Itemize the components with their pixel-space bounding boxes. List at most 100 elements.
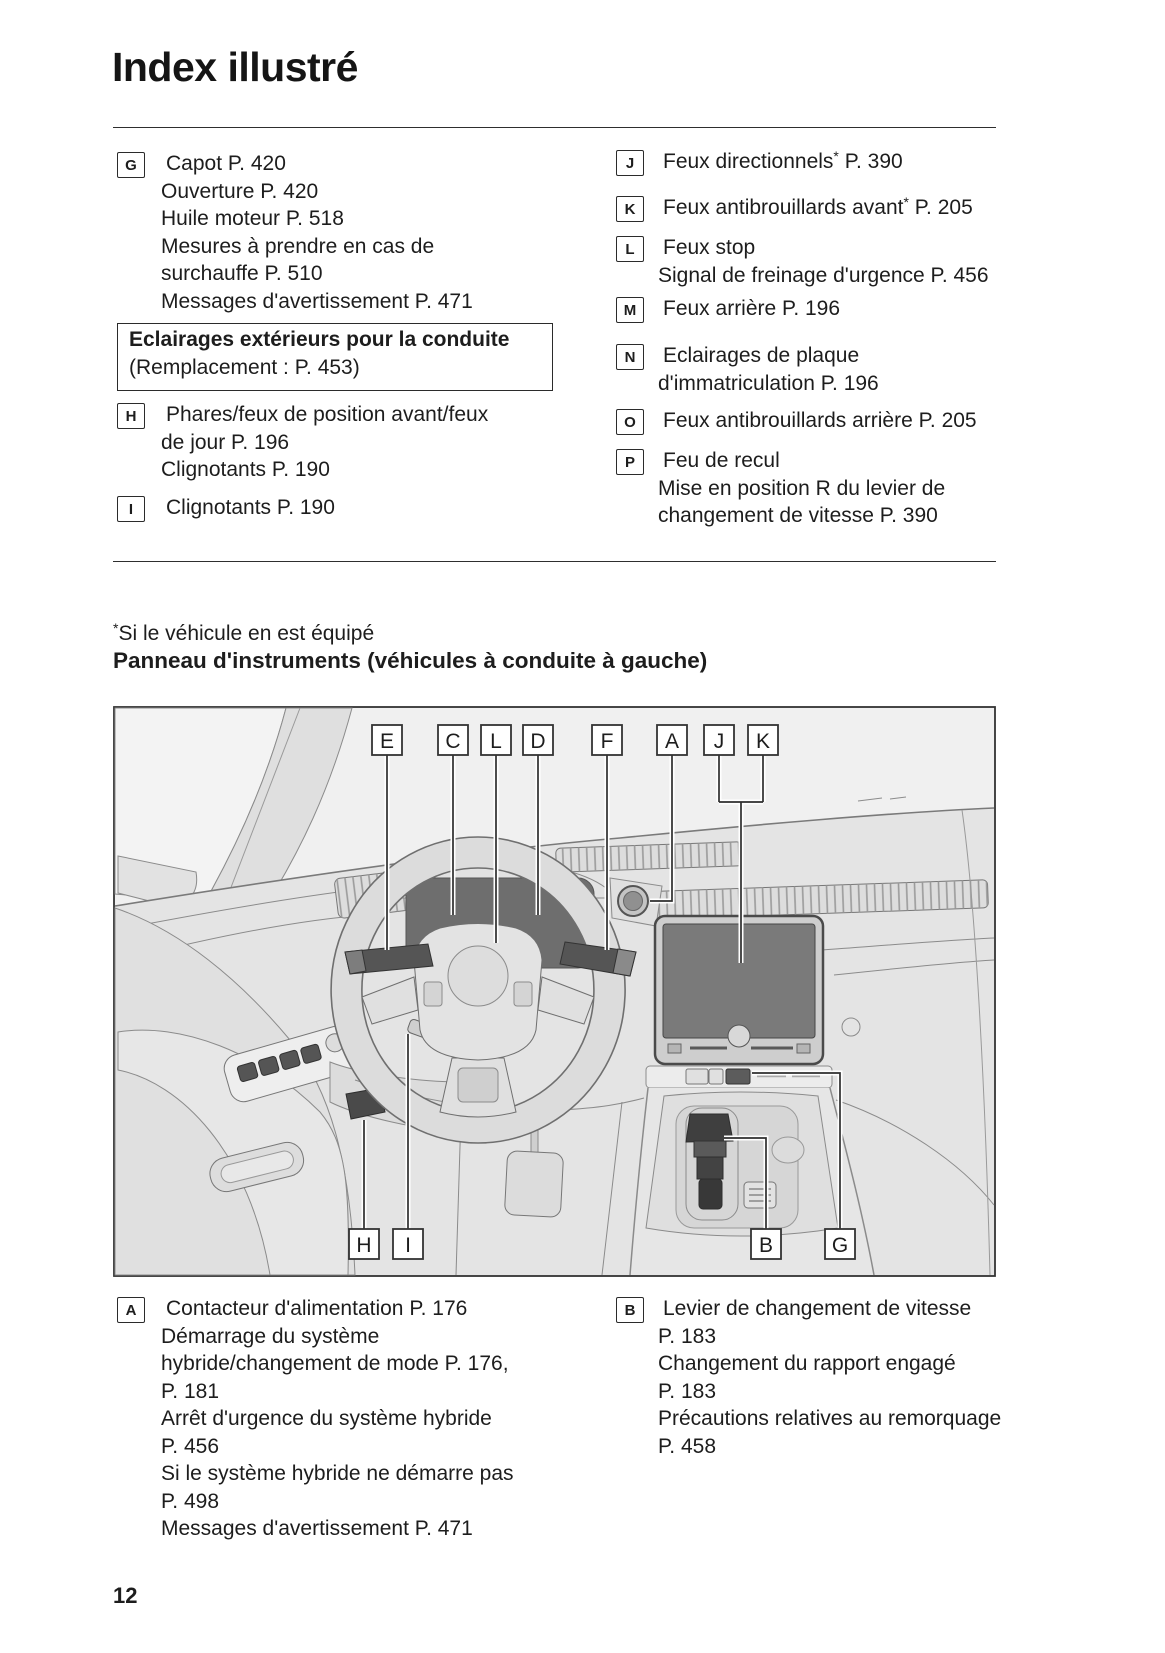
text-line: P. 498 [161, 1489, 220, 1513]
text-line: hybride/changement de mode P. 176, [161, 1352, 509, 1375]
exterior-lights-note-box: Eclairages extérieurs pour la conduite (… [117, 323, 553, 391]
item-text-G: Capot P. 420 Ouverture P. 420 Huile mote… [161, 150, 473, 315]
text-line: P. 183 [658, 1324, 717, 1348]
item-letter-P: P [616, 449, 644, 475]
shifter-base [698, 1178, 723, 1210]
item-letter-M: M [616, 297, 644, 323]
label-letter: L [490, 730, 502, 753]
letter-B: B [624, 1301, 636, 1319]
label-letter: F [601, 730, 614, 753]
title-divider [113, 127, 996, 128]
light-stalk-tip [344, 949, 367, 975]
letter-L: L [625, 240, 635, 258]
item-text-K: Feux antibrouillards avant* P. 205 [658, 194, 973, 224]
console-switch-pod [743, 1181, 777, 1209]
screen-button-left [667, 1043, 682, 1054]
item-letter-G: G [117, 152, 145, 178]
diagram-label-C: C [437, 724, 469, 756]
wiper-marks [857, 796, 907, 802]
text-line: Messages d'avertissement P. 471 [161, 289, 473, 313]
text-line: Levier de changement de vitesse [663, 1297, 972, 1320]
footnote-text: Si le véhicule en est équipé [118, 622, 375, 645]
item-text-M: Feux arrière P. 196 [658, 295, 840, 323]
a-pillar-trim-line [224, 707, 301, 904]
item-letter-B: B [616, 1297, 644, 1323]
asterisk: * [903, 194, 909, 210]
shifter-neck [693, 1140, 727, 1158]
letter-A: A [125, 1301, 137, 1319]
text-line: P. 456 [161, 1434, 220, 1458]
panel-button-1 [685, 1068, 709, 1085]
diagram-label-I: I [392, 1228, 424, 1260]
text-line: Changement du rapport engagé [658, 1352, 956, 1375]
letter-N: N [624, 348, 636, 366]
label-letter: I [405, 1234, 411, 1257]
text-line: Si le système hybride ne démarre pas [161, 1462, 514, 1485]
label-letter: B [759, 1234, 773, 1257]
item-letter-H: H [117, 403, 145, 429]
letter-J: J [625, 154, 635, 172]
text-line: Ouverture P. 420 [161, 179, 319, 203]
power-switch-center [623, 891, 643, 911]
item-text-I: Clignotants P. 190 [161, 494, 335, 522]
wheel-switch-left [423, 981, 443, 1007]
text-line: Démarrage du système [161, 1324, 380, 1348]
text-segment: P. 390 [838, 150, 903, 173]
shifter-boot [685, 1107, 739, 1221]
spoke-trim [457, 1067, 499, 1103]
item-text-H: Phares/feux de position avant/feux de jo… [161, 401, 488, 484]
note-bold-line: Eclairages extérieurs pour la conduite [129, 328, 510, 351]
diagram-label-D: D [522, 724, 554, 756]
text-line: Précautions relatives au remorquage [658, 1407, 1002, 1430]
panel-button-2 [708, 1068, 724, 1085]
label-letter: G [832, 1234, 848, 1257]
text-line: Signal de freinage d'urgence P. 456 [658, 263, 989, 287]
door-armrest [117, 1029, 349, 1276]
text-line: Contacteur d'alimentation P. 176 [166, 1297, 468, 1320]
diagram-subheading: Panneau d'instruments (véhicules à condu… [113, 648, 708, 673]
dash-ring-detail [841, 1017, 861, 1037]
label-letter: J [714, 730, 725, 753]
diagram-label-F: F [591, 724, 623, 756]
label-letter: D [530, 730, 545, 753]
diagram-label-G: G [824, 1228, 856, 1260]
screen-button-right [796, 1043, 811, 1054]
text-line: Mise en position R du levier de [658, 476, 946, 500]
item-letter-J: J [616, 150, 644, 176]
wiper-stalk-tip [612, 948, 637, 977]
footnote: *Si le véhicule en est équipé [113, 620, 374, 650]
right-air-vent [629, 879, 989, 921]
text-line: P. 181 [161, 1379, 220, 1403]
text-line: Feu de recul [663, 449, 780, 472]
item-letter-L: L [616, 236, 644, 262]
item-letter-K: K [616, 196, 644, 222]
text-line: d'immatriculation P. 196 [658, 371, 879, 395]
shift-knob [685, 1113, 734, 1143]
item-text-A: Contacteur d'alimentation P. 176 Démarra… [161, 1295, 514, 1543]
text-line: surchauffe P. 510 [161, 262, 323, 285]
item-text-P: Feu de recul Mise en position R du levie… [658, 447, 945, 530]
text-line: Messages d'avertissement P. 471 [161, 1517, 473, 1540]
hood-release-switch [725, 1068, 751, 1085]
letter-G: G [125, 156, 137, 174]
letter-H: H [125, 407, 137, 425]
right-edge-seam [961, 809, 991, 1276]
asterisk: * [833, 148, 839, 164]
item-text-N: Eclairages de plaque d'immatriculation P… [658, 342, 879, 397]
item-text-O: Feux antibrouillards arrière P. 205 [658, 407, 977, 435]
item-letter-N: N [616, 344, 644, 370]
text-line: Feux directionnels* P. 390 [663, 148, 903, 178]
upper-air-vent [555, 841, 743, 873]
text-line: Clignotants P. 190 [161, 458, 330, 481]
wheel-switch-right [513, 981, 533, 1007]
diagram-label-A: A [656, 724, 688, 756]
letter-O: O [624, 413, 636, 431]
cupholder [771, 1136, 805, 1164]
shifter-mid [696, 1156, 724, 1180]
text-line: Feux arrière P. 196 [663, 297, 841, 320]
text-line: Feux antibrouillards avant* P. 205 [663, 194, 973, 224]
glovebox-curve [835, 1099, 995, 1206]
item-letter-A: A [117, 1297, 145, 1323]
